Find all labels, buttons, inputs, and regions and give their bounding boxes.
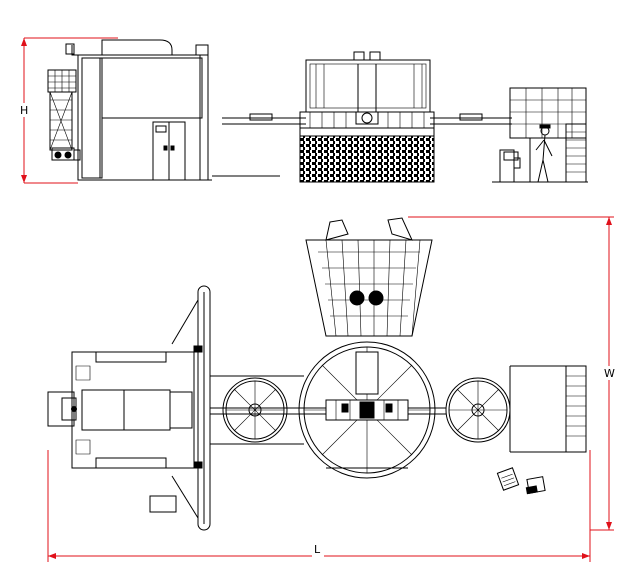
cabin-plan [47,285,211,531]
takeup-plan [496,365,587,495]
height-label: H [20,104,28,117]
reel-left [222,377,288,443]
takeup-elevation [492,87,588,183]
machine-elevation [222,51,512,183]
reel-right [445,377,511,443]
height-dimension: H [18,37,118,184]
operator-figure [535,124,553,183]
front-elevation: H [18,37,588,184]
turret-plan [298,217,436,479]
width-label: W [604,367,615,380]
plan-view: W L [47,216,615,562]
length-dimension: L [47,450,591,562]
width-dimension: W [408,216,615,531]
cabin-elevation [47,39,280,181]
length-label: L [314,543,321,556]
